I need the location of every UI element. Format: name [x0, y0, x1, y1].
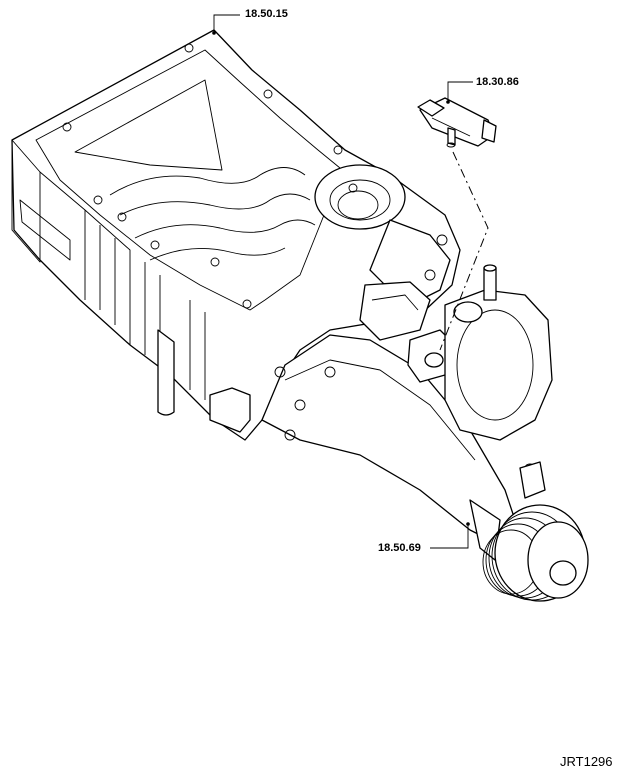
leader-lines: [212, 14, 489, 549]
figure-id: JRT1296: [560, 754, 613, 769]
callout-drive-shaft: 18.50.69: [378, 542, 421, 554]
outlet-flange: [444, 264, 553, 441]
supercharger-housing: [11, 29, 546, 541]
callout-supercharger-housing: 18.50.15: [245, 8, 288, 20]
callout-sensor: 18.30.86: [476, 76, 519, 88]
drive-pulley: [469, 499, 589, 602]
sensor-part: [417, 97, 497, 148]
inlet-port: [314, 164, 451, 301]
sensor-socket: [359, 281, 456, 383]
